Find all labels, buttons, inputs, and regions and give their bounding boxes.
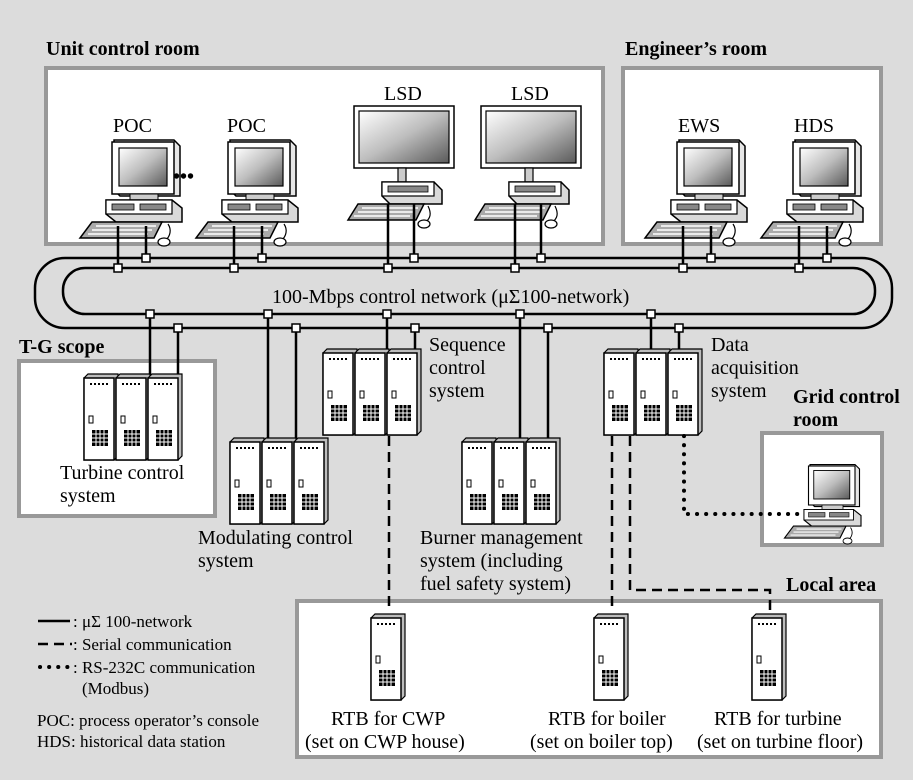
top-connections	[116, 204, 829, 268]
abbreviation-hds: HDS: historical data station	[37, 732, 226, 751]
serial-links	[387, 436, 772, 612]
network-nodes	[113, 253, 832, 333]
rtb-boiler-sublabel: (set on boiler top)	[530, 731, 673, 753]
modulating-control-label: Modulating control	[198, 527, 353, 549]
legend-rs232-label: : RS-232C communication	[73, 658, 256, 677]
legend-network-label: : μΣ 100-network	[73, 612, 193, 631]
poc-label-2: POC	[227, 115, 266, 137]
legend-serial-label: : Serial communication	[73, 635, 232, 654]
hds-label: HDS	[794, 115, 834, 137]
sequence-control-label-2: control	[429, 357, 486, 379]
data-acquisition-label: Data	[711, 334, 749, 356]
burner-management-label-3: fuel safety system)	[420, 573, 571, 595]
rtb-cwp-sublabel: (set on CWP house)	[305, 731, 465, 753]
poc-label-1: POC	[113, 115, 152, 137]
bottom-connections	[148, 314, 681, 440]
data-acquisition-cabinets	[604, 349, 702, 435]
control-network-loop	[33, 256, 894, 330]
data-acquisition-label-2: acquisition	[711, 357, 799, 379]
grid-control-room-title: Grid control	[793, 386, 900, 408]
lsd-label-1: LSD	[384, 83, 422, 105]
modulating-control-cabinets	[230, 438, 328, 524]
tg-scope-title: T-G scope	[19, 336, 105, 358]
burner-management-label: Burner management	[420, 527, 583, 549]
abbreviation-poc: POC: process operator’s console	[37, 711, 259, 730]
unit-control-room-title: Unit control room	[46, 38, 200, 60]
burner-management-cabinets	[462, 438, 560, 524]
ews-label: EWS	[678, 115, 720, 137]
legend-rs232-label-2: (Modbus)	[82, 679, 149, 698]
legend: : μΣ 100-network : Serial communication …	[38, 612, 256, 698]
rtb-turbine-cabinet	[751, 613, 787, 701]
sequence-control-label-3: system	[429, 380, 485, 402]
turbine-control-label: Turbine control	[60, 462, 185, 484]
local-area-title: Local area	[786, 574, 876, 596]
engineers-room-title: Engineer’s room	[625, 38, 767, 60]
ellipsis-dots: •••	[173, 166, 194, 188]
data-acquisition-label-3: system	[711, 380, 767, 402]
sequence-control-cabinets	[323, 349, 421, 435]
rs232c-link	[682, 434, 802, 516]
turbine-control-label-2: system	[60, 485, 116, 507]
rtb-turbine-sublabel: (set on turbine floor)	[697, 731, 863, 753]
modulating-control-label-2: system	[198, 550, 254, 572]
burner-management-label-2: system (including	[420, 550, 563, 572]
rtb-cwp-label: RTB for CWP	[331, 708, 445, 730]
lsd-label-2: LSD	[511, 83, 549, 105]
rtb-cwp-cabinet	[370, 613, 406, 701]
grid-control-room-title-line2: room	[793, 409, 839, 431]
turbine-control-cabinets	[84, 374, 182, 460]
rtb-turbine-label: RTB for turbine	[714, 708, 842, 730]
network-label: 100-Mbps control network (μΣ100-network)	[272, 286, 629, 308]
rtb-boiler-label: RTB for boiler	[548, 708, 666, 730]
sequence-control-label: Sequence	[429, 334, 506, 356]
rtb-boiler-cabinet	[593, 613, 629, 701]
